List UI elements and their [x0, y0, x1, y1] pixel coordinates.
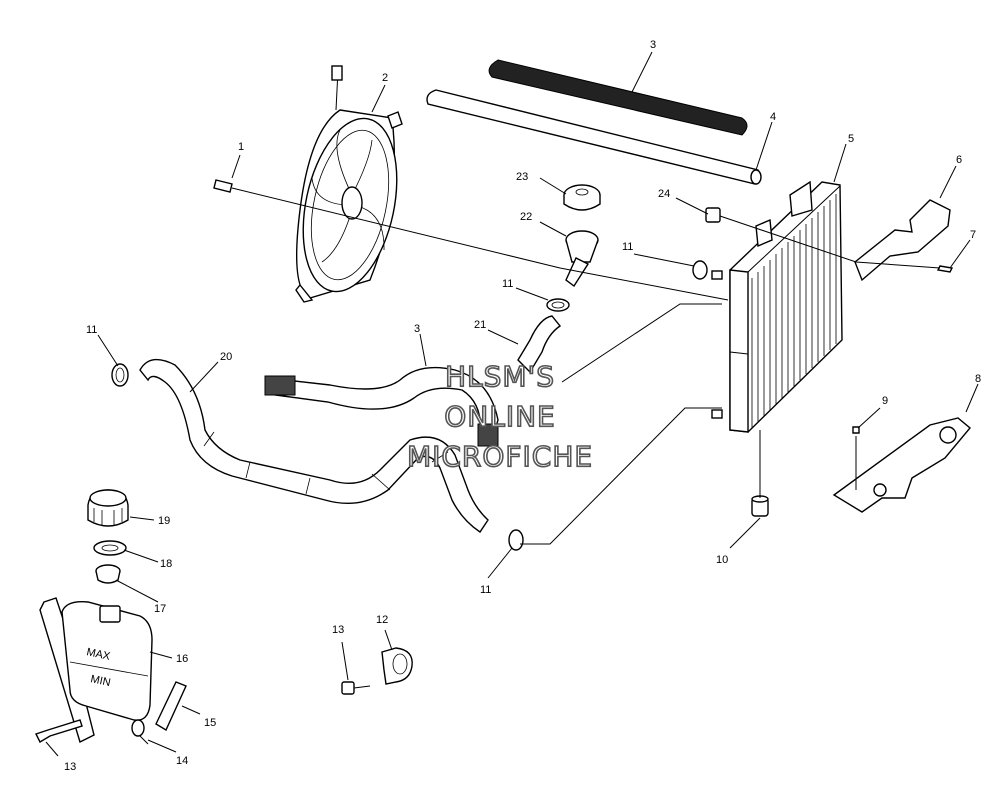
- reservoir-cap: [87, 489, 129, 527]
- coolant-reservoir: MAX MIN: [39, 597, 153, 743]
- lower-bracket: [832, 417, 971, 513]
- callout-1: 1: [238, 141, 244, 153]
- filler-neck: [565, 230, 599, 288]
- leader-lines: [45, 51, 979, 757]
- hose-3-lower: [264, 366, 499, 447]
- cooling-fan-assembly: [295, 65, 403, 303]
- nut-24: [705, 207, 721, 223]
- radiator-fins: [751, 194, 837, 428]
- screw-7: [936, 265, 954, 273]
- callout-6: 6: [956, 154, 962, 166]
- callout-10: 10: [716, 554, 728, 566]
- callout-4: 4: [770, 111, 776, 123]
- reservoir-max-label: MAX: [85, 646, 111, 663]
- hose-clamp-c: [692, 260, 708, 280]
- radiator: [711, 180, 843, 433]
- callout-13-center: 13: [332, 624, 344, 636]
- callout-5: 5: [848, 133, 854, 145]
- screw-13-center: [341, 681, 371, 695]
- watermark: HLSM'S ONLINE MICROFICHE: [406, 359, 593, 474]
- screw-9: [852, 426, 860, 434]
- screw-1: [213, 179, 233, 193]
- clamp-14: [131, 719, 149, 745]
- watermark-line-3: MICROFICHE: [407, 440, 593, 473]
- callout-3-lower: 3: [414, 323, 420, 335]
- callout-20: 20: [220, 351, 232, 363]
- callout-21: 21: [474, 319, 486, 331]
- hose-20: [139, 358, 489, 533]
- overflow-hose: [155, 681, 187, 732]
- callout-22: 22: [520, 211, 532, 223]
- callout-7: 7: [970, 229, 976, 241]
- callout-2: 2: [382, 72, 388, 84]
- watermark-line-1: HLSM'S: [445, 360, 555, 393]
- hose-21: [517, 315, 562, 374]
- callout-19: 19: [158, 515, 170, 527]
- callout-labels: 1 2 3 3 4 5 6 7 8 9 10 11 11 11 11 12 13…: [64, 39, 981, 773]
- callout-11-b: 11: [502, 278, 513, 290]
- watermark-line-2: ONLINE: [444, 400, 555, 433]
- grommet: [751, 495, 769, 517]
- hose-clamp-a: [111, 363, 129, 387]
- reservoir-min-label: MIN: [89, 673, 111, 689]
- callout-15: 15: [204, 717, 216, 729]
- callout-11-d: 11: [480, 584, 491, 596]
- seal-17: [95, 564, 121, 584]
- callout-23: 23: [516, 171, 528, 183]
- radiator-cap: [563, 184, 601, 211]
- callout-17: 17: [154, 603, 166, 615]
- clip-12: [381, 647, 413, 685]
- callout-3-top: 3: [650, 39, 656, 51]
- callout-11-a: 11: [86, 324, 97, 336]
- callout-11-c: 11: [622, 241, 633, 253]
- callout-13-left: 13: [64, 761, 76, 773]
- callout-9: 9: [882, 395, 888, 407]
- hose-sleeve-top: [488, 59, 748, 136]
- hose-clamp-b: [546, 298, 570, 312]
- callout-16: 16: [176, 653, 188, 665]
- gasket-18: [93, 540, 127, 556]
- screw-13-left: [35, 719, 83, 743]
- tube: [426, 89, 762, 185]
- callout-24: 24: [658, 188, 670, 200]
- callout-14: 14: [176, 755, 188, 767]
- callout-12: 12: [376, 614, 388, 626]
- callout-8: 8: [975, 373, 981, 385]
- callout-18: 18: [160, 558, 172, 570]
- hose-clamp-d: [508, 529, 524, 551]
